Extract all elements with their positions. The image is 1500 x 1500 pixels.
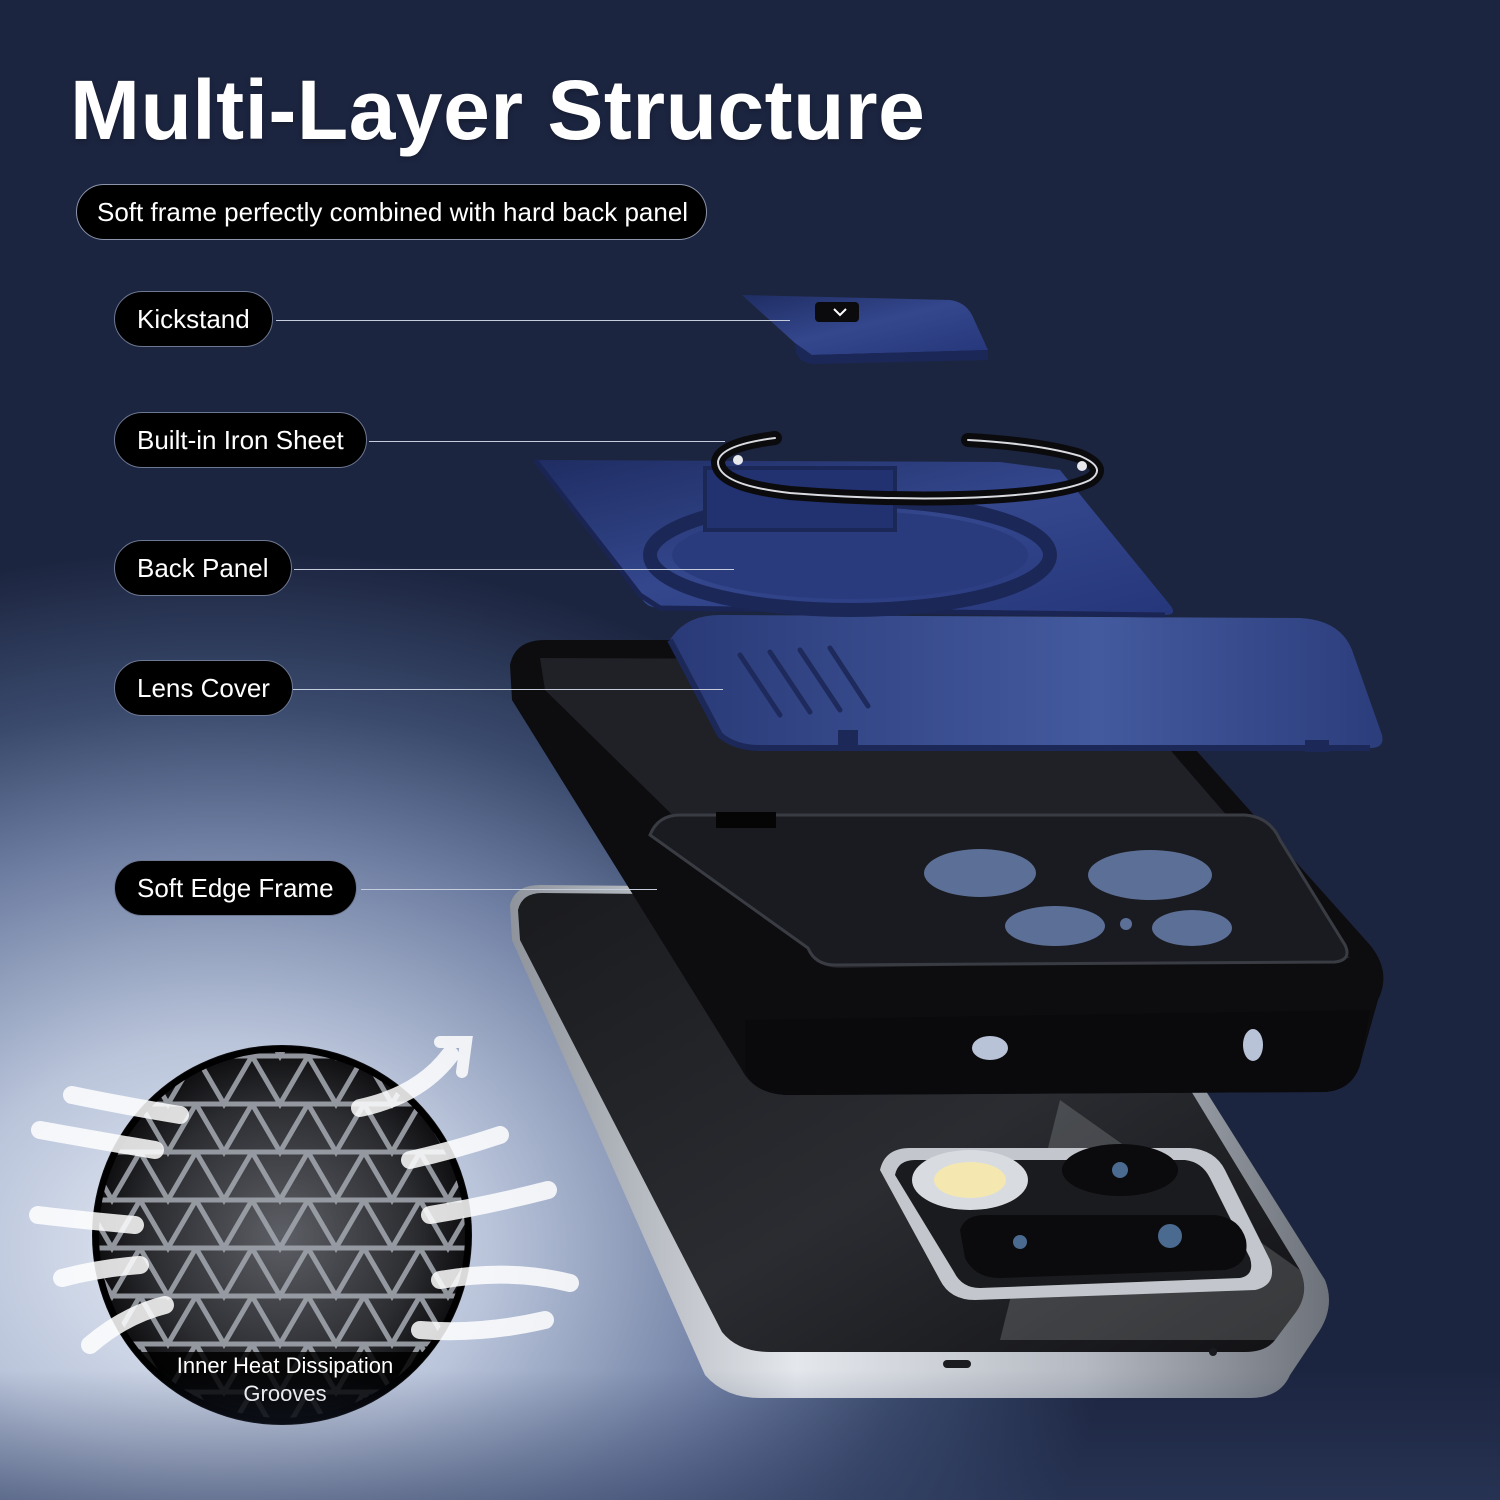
heat-label-line-2: Grooves (243, 1381, 327, 1406)
airflow-arrows-icon (29, 1036, 579, 1354)
soft-edge-frame-part (510, 640, 1384, 1095)
heat-dissipation-inset (92, 1045, 472, 1425)
iron-sheet-part (710, 431, 1104, 506)
leader-line-back-panel (294, 569, 734, 570)
label-soft-edge-frame: Soft Edge Frame (114, 860, 357, 916)
leader-line-iron-sheet (369, 441, 725, 442)
leader-line-kickstand (276, 320, 790, 321)
label-lens-cover: Lens Cover (114, 660, 293, 716)
page-title: Multi-Layer Structure (70, 63, 926, 157)
heat-label-line-1: Inner Heat Dissipation (176, 1353, 394, 1378)
leader-line-lens-cover (293, 689, 723, 690)
label-iron-sheet: Built-in Iron Sheet (114, 412, 367, 468)
label-kickstand: Kickstand (114, 291, 273, 347)
lens-cover-part (667, 615, 1383, 752)
heat-dissipation-label: Inner Heat Dissipation Grooves (150, 1352, 420, 1408)
subtitle-pill: Soft frame perfectly combined with hard … (76, 184, 708, 240)
label-back-panel: Back Panel (114, 540, 292, 596)
kickstand-part (742, 295, 988, 364)
leader-line-soft-edge-frame (361, 889, 657, 890)
